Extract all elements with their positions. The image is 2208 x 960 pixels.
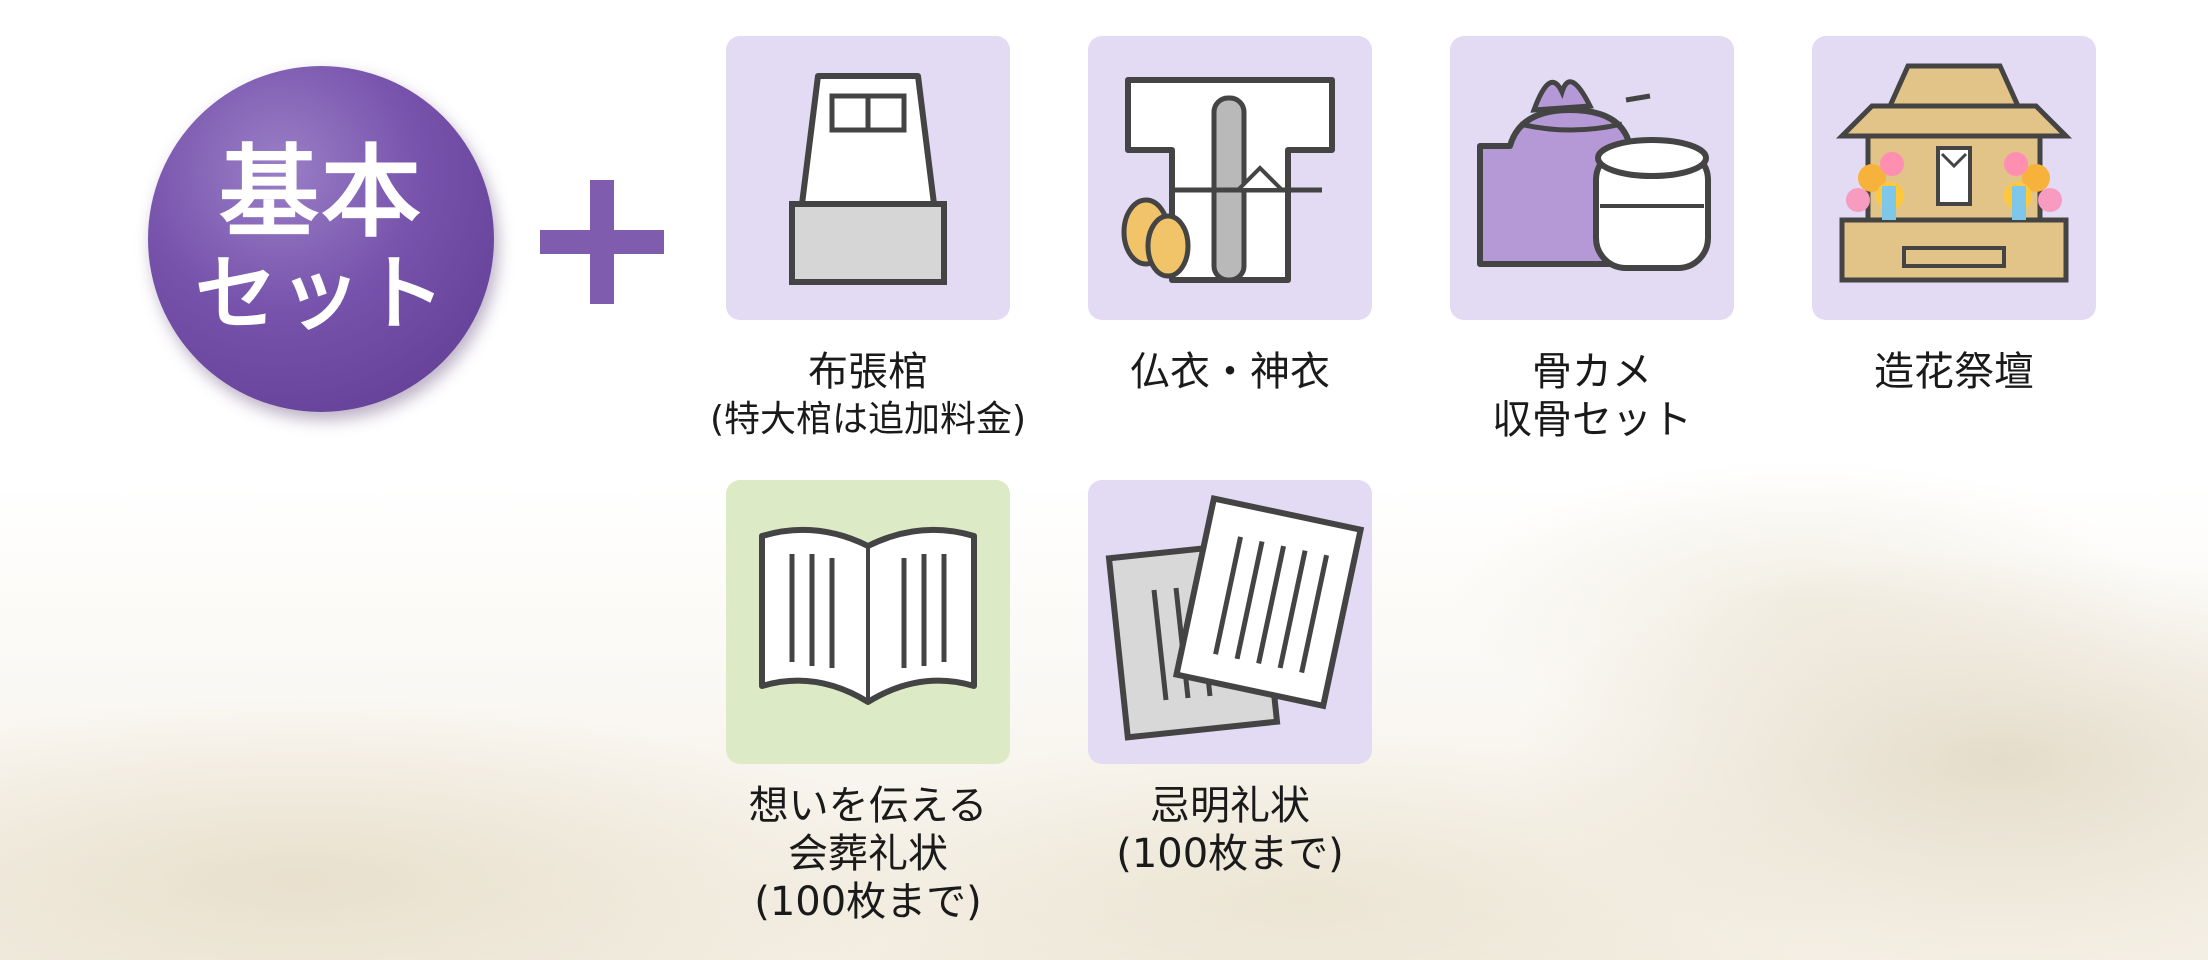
item-label-line: 骨カメ <box>1532 349 1652 395</box>
basic-set-badge: 基本 セット <box>148 66 494 412</box>
coffin-icon <box>726 36 1010 320</box>
item-label-line: 収骨セット <box>1492 397 1692 443</box>
item-label-line: 仏衣・神衣 <box>1130 349 1330 395</box>
urn-icon <box>1450 36 1734 320</box>
kimono-icon <box>1088 36 1372 320</box>
item-label-line: 会葬礼状 <box>788 831 948 877</box>
item-label-cards: 忌明礼状 (100枚まで) <box>1060 782 1400 878</box>
letter-icon <box>726 480 1010 764</box>
altar-icon <box>1812 36 2096 320</box>
cards-icon <box>1088 480 1372 764</box>
badge-line-2: セット <box>194 247 447 342</box>
item-label-coffin: 布張棺 (特大棺は追加料金) <box>698 348 1038 444</box>
item-label-line: (特大棺は追加料金) <box>709 399 1027 440</box>
item-label-letter: 想いを伝える 会葬礼状 (100枚まで) <box>698 782 1038 926</box>
badge-line-1: 基本 <box>219 134 423 251</box>
item-label-kimono: 仏衣・神衣 <box>1060 348 1400 396</box>
item-label-altar: 造花祭壇 <box>1784 348 2124 396</box>
item-label-line: 忌明礼状 <box>1150 783 1310 829</box>
item-label-line: (100枚まで) <box>754 879 982 925</box>
item-label-line: 布張棺 <box>808 349 928 395</box>
item-label-line: 想いを伝える <box>748 783 988 829</box>
plus-icon <box>540 180 664 304</box>
item-label-line: (100枚まで) <box>1116 831 1344 877</box>
item-label-line: 造花祭壇 <box>1874 349 2034 395</box>
item-label-urn: 骨カメ 収骨セット <box>1422 348 1762 444</box>
